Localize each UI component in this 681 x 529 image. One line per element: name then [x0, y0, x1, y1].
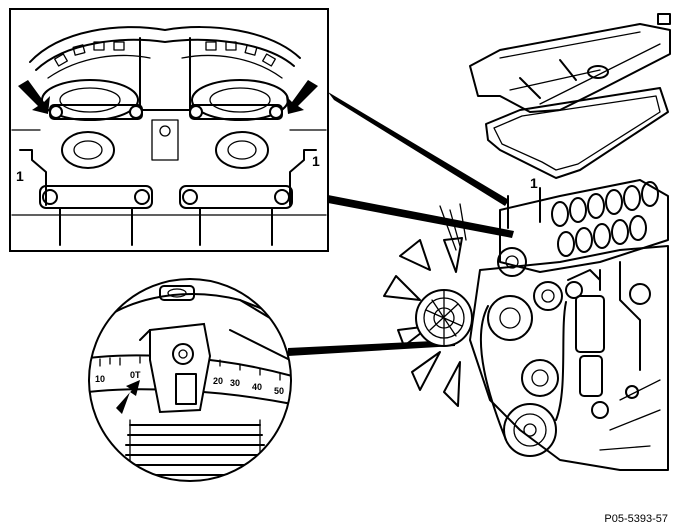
scale-label-0: 10: [95, 374, 105, 384]
pointer-arrow-right: [286, 80, 318, 114]
cooling-fan: [383, 203, 473, 407]
inset-frame: [9, 8, 329, 252]
timing-mark-arrow: [116, 380, 140, 414]
leader-lines: [288, 92, 514, 356]
valve-cover: [469, 13, 671, 113]
engine-block: [469, 245, 669, 471]
tensioner-pulley: [533, 281, 563, 311]
drive-belt: [479, 301, 567, 441]
idler-pulley: [521, 359, 559, 397]
timing-chain: [54, 41, 276, 67]
engine-callout-label: 1: [530, 175, 538, 191]
pointer-arrow-left: [18, 80, 50, 114]
camshaft-inset: 1 1: [9, 8, 329, 252]
scale-label-1: 0T: [130, 370, 141, 380]
scale-label-2: 20: [213, 376, 223, 386]
scale-label-5: 50: [274, 386, 284, 396]
inset-callout-label-right: 1: [312, 153, 320, 169]
figure-reference-code: P05-5393-57: [604, 513, 668, 525]
fan-hub-ribs: [425, 289, 463, 347]
leader-line-lower: [288, 340, 455, 356]
leader-line-middle: [328, 195, 514, 238]
timing-mark-inset: 10 0T 20 30 40 50: [88, 278, 292, 482]
engine-assembly: 1: [383, 13, 671, 471]
inset-callout-label-left: 1: [16, 168, 24, 184]
crankshaft-pulley: [503, 403, 557, 457]
camshaft-lobes: [551, 181, 659, 257]
scale-label-3: 30: [230, 378, 240, 388]
cylinder-head: 1: [497, 175, 669, 277]
water-pump-pulley: [487, 295, 533, 341]
leader-line-upper: [328, 92, 509, 206]
valve-cover-gasket: [485, 87, 669, 179]
scale-label-4: 40: [252, 382, 262, 392]
